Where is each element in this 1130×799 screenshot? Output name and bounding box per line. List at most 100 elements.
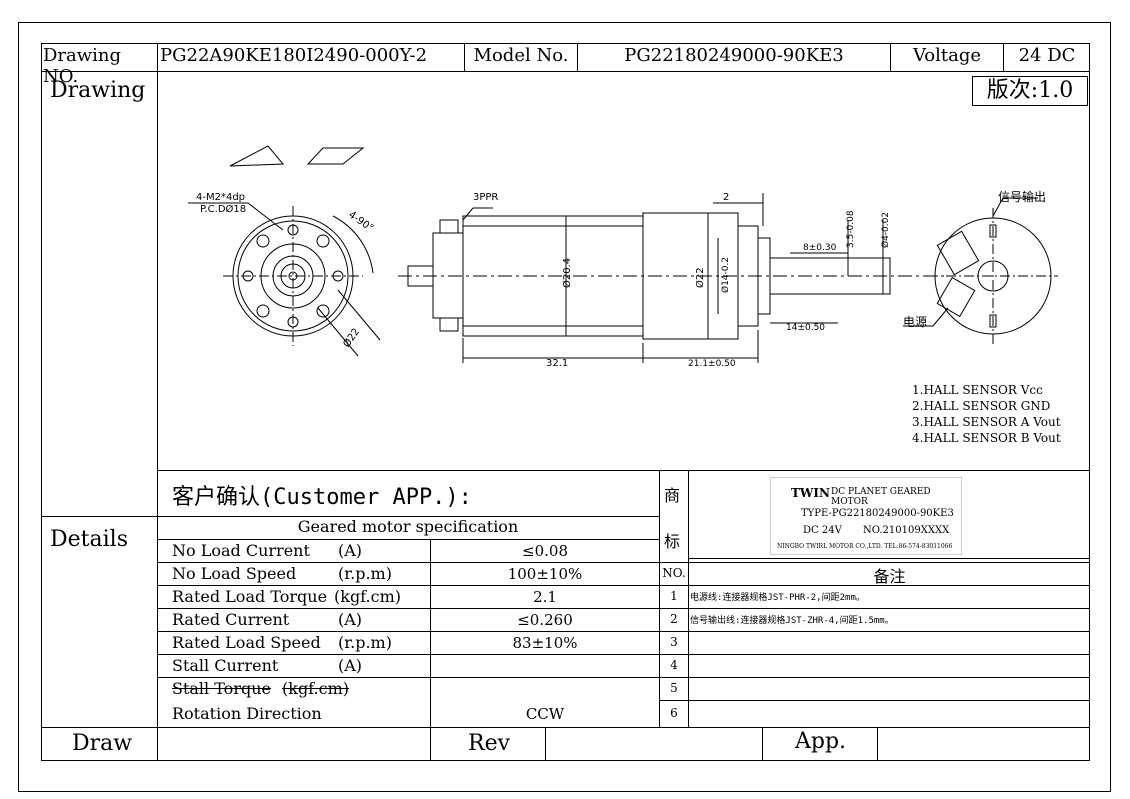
note-no-6: 6 — [670, 706, 678, 720]
mark-column-line — [659, 470, 660, 727]
drawing-no-value: PG22A90KE180I2490-000Y-2 — [160, 45, 428, 66]
spec-name-rated-current: Rated Current — [172, 610, 290, 629]
spec-row-line-6 — [157, 654, 1090, 655]
header-divider-1 — [464, 43, 465, 71]
mount-holes-label: 4-M2*4dp — [196, 192, 245, 203]
footer-divider-1 — [430, 727, 431, 761]
footer-rev-label: Rev — [468, 731, 511, 756]
spec-unit-no-load-speed: (r.p.m) — [338, 564, 392, 583]
details-section-label: Details — [50, 527, 128, 552]
spec-value-rotation-direction: CCW — [525, 705, 565, 723]
note-text-1: 电源线:连接器规格JST-PHR-2,间距2mm。 — [690, 593, 865, 603]
hall-note-4: 4.HALL SENSOR B Vout — [912, 431, 1061, 445]
spec-row-line-5 — [157, 631, 1090, 632]
spec-value-rated-load-speed: 83±10% — [512, 634, 578, 652]
logo-type: TYPE-PG22180249000-90KE3 — [801, 508, 954, 519]
spec-unit-rated-current: (A) — [338, 610, 363, 629]
notes-no-header: NO. — [662, 566, 686, 580]
spec-value-rated-load-torque: 2.1 — [533, 588, 557, 606]
spec-row-line-1 — [157, 539, 659, 540]
spec-name-rated-load-speed: Rated Load Speed — [172, 633, 321, 652]
note-no-2: 2 — [670, 612, 678, 626]
encoder-ppr-label: 3PPR — [473, 192, 498, 203]
notes-column-line — [688, 470, 689, 727]
spec-unit-stall-torque: (kgf.cm) — [282, 679, 349, 698]
dim-phi4-label: Ø4-0.02 — [880, 212, 891, 248]
details-top-line — [41, 516, 157, 517]
lower-section-top-line — [157, 470, 1090, 471]
dim-2-label: 2 — [723, 192, 729, 203]
spec-unit-no-load-current: (A) — [338, 541, 363, 560]
product-line: DC PLANET GEARED MOTOR — [831, 487, 931, 507]
signal-output-label: 信号输出 — [998, 189, 1046, 204]
notes-header-top-line — [688, 558, 1090, 559]
spec-name-rotation-direction: Rotation Direction — [172, 704, 322, 723]
footer-top-line — [41, 727, 1090, 728]
dim-35-label: 3.5-0.08 — [846, 210, 856, 248]
version-box: 版次:1.0 — [972, 76, 1088, 106]
drawing-no-label: Drawing NO. — [43, 45, 122, 87]
hall-note-1: 1.HALL SENSOR Vcc — [912, 383, 1043, 397]
footer-divider-2 — [545, 727, 546, 761]
hall-note-3: 3.HALL SENSOR A Vout — [912, 415, 1061, 429]
spec-name-stall-torque: Stall Torque — [172, 679, 271, 698]
dim-phi14-label: Ø14-0.2 — [720, 257, 731, 293]
brand-logo: TWIN — [791, 486, 830, 500]
pcd-label: P.C.DØ18 — [200, 203, 246, 215]
dim-14-label: 14±0.50 — [786, 323, 825, 333]
footer-draw-label: Draw — [72, 731, 133, 756]
trademark-char-1: 商 — [664, 486, 681, 505]
footer-divider-3 — [762, 727, 763, 761]
hall-sensor-notes: 1.HALL SENSOR Vcc 2.HALL SENSOR GND 3.HA… — [912, 382, 1061, 446]
header-divider-3 — [890, 43, 891, 71]
spec-unit-rated-load-speed: (r.p.m) — [338, 633, 392, 652]
spec-row-line-2 — [157, 562, 1090, 563]
power-label: 电源 — [903, 315, 927, 329]
value-column-line — [430, 539, 431, 727]
direction-arrow-right — [306, 147, 365, 165]
drawing-frame — [41, 43, 1090, 761]
spec-row-line-7 — [157, 677, 1090, 678]
logo-dc: DC 24V — [803, 525, 842, 536]
spec-name-no-load-current: No Load Current — [172, 541, 310, 560]
spec-row-line-3 — [157, 585, 1090, 586]
spec-row-line-4 — [157, 608, 1090, 609]
notes-remarks-header: 备注 — [873, 567, 906, 586]
logo-no: NO.210109XXXX — [863, 525, 950, 536]
dim-phi204-label: Ø20.4 — [561, 258, 573, 288]
logo-company: NINGBO TWIRL MOTOR CO.,LTD. TEL:86-574-8… — [777, 543, 953, 550]
dim-phi22-label: Ø22 — [694, 267, 706, 288]
spec-title: Geared motor specification — [297, 517, 519, 536]
outer-border — [18, 22, 1111, 792]
spec-value-no-load-current: ≤0.08 — [522, 542, 568, 560]
model-no-value: PG22180249000-90KE3 — [624, 45, 844, 66]
left-column-line — [157, 43, 158, 761]
drawing-section-label: Drawing — [50, 78, 146, 103]
spec-unit-stall-current: (A) — [338, 656, 363, 675]
spec-unit-rated-load-torque: (kgf.cm) — [334, 587, 401, 606]
flange-dim-label: Ø22 — [341, 326, 363, 350]
voltage-label: Voltage — [912, 45, 982, 66]
spec-value-rated-current: ≤0.260 — [517, 611, 573, 629]
footer-divider-4 — [877, 727, 878, 761]
hall-note-2: 2.HALL SENSOR GND — [912, 399, 1051, 413]
note-no-3: 3 — [670, 635, 678, 649]
model-no-label: Model No. — [473, 45, 569, 66]
footer-app-label: App. — [795, 729, 847, 754]
note-no-5: 5 — [670, 681, 678, 695]
note-no-1: 1 — [670, 589, 678, 603]
note-text-2: 信号输出线:连接器规格JST-ZHR-4,间距1.5mm。 — [690, 616, 894, 626]
header-bottom-line — [41, 71, 1090, 72]
dim-8-label: 8±0.30 — [803, 243, 837, 253]
spec-name-no-load-speed: No Load Speed — [172, 564, 297, 583]
spec-name-rated-load-torque: Rated Load Torque — [172, 587, 328, 606]
spec-value-no-load-speed: 100±10% — [507, 565, 583, 583]
dim-211-label: 21.1±0.50 — [688, 359, 736, 369]
nameplate-logo: TWIN DC PLANET GEARED MOTOR TYPE-PG22180… — [770, 477, 962, 555]
note-no-4: 4 — [670, 658, 678, 672]
dim-321-label: 32.1 — [546, 358, 568, 369]
voltage-value: 24 DC — [1018, 45, 1076, 66]
customer-approval-label: 客户确认(Customer APP.): — [172, 485, 472, 510]
direction-arrow-left — [229, 145, 285, 167]
spec-row-line-8 — [659, 700, 1090, 701]
